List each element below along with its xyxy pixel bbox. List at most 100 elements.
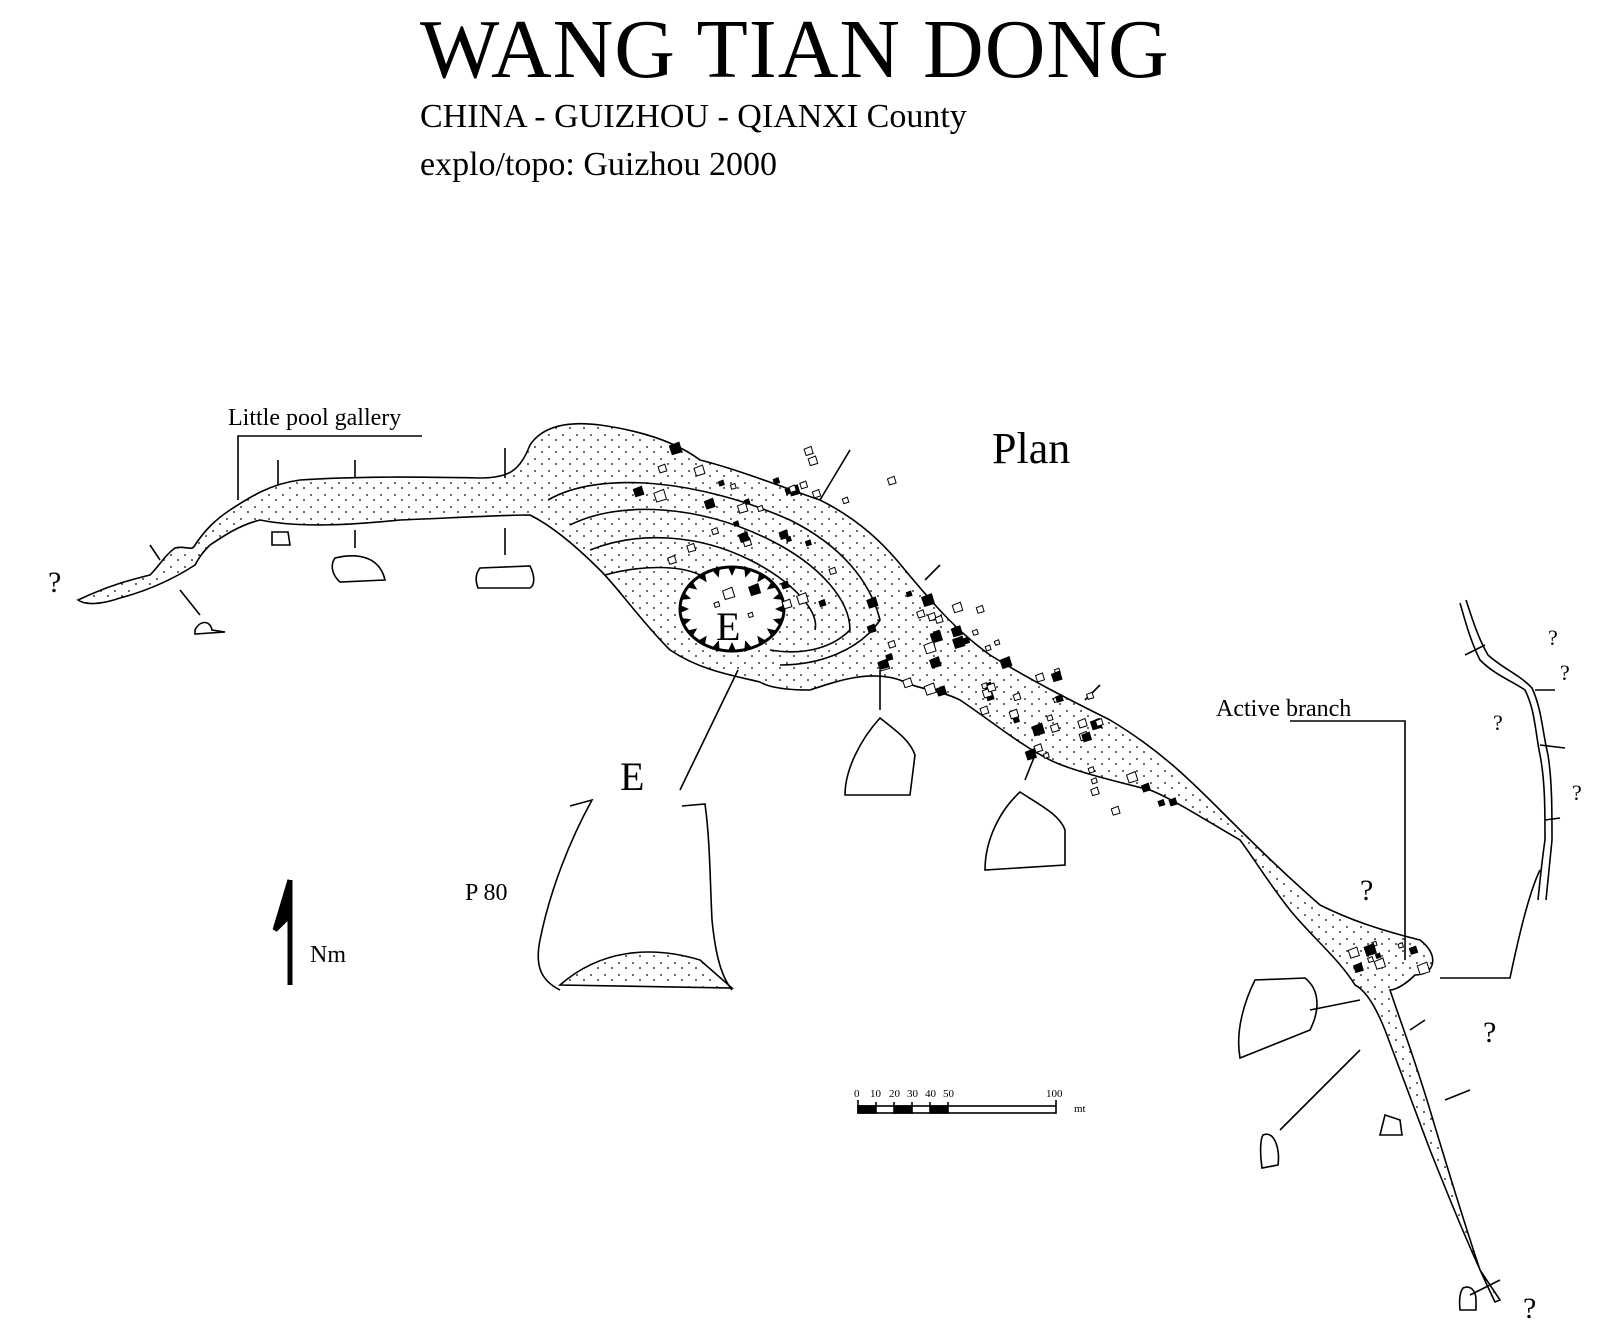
- cross-section: [271, 531, 291, 546]
- boulder: [693, 464, 706, 477]
- map-location: CHINA - GUIZHOU - QIANXI County: [420, 98, 967, 135]
- section-leader: [819, 449, 851, 501]
- section-leader: [1024, 754, 1036, 781]
- entrance-tick: [687, 628, 698, 637]
- cross-section: [1259, 1133, 1280, 1169]
- entrance-tick: [687, 581, 698, 590]
- boulder: [902, 677, 914, 689]
- section-leader: [1444, 1089, 1471, 1101]
- unknown-marker: ?: [1572, 780, 1582, 805]
- north-arrow-icon: [272, 879, 293, 985]
- boulder: [772, 477, 781, 485]
- unknown-marker: ?: [1523, 1292, 1536, 1325]
- boulder: [1408, 945, 1419, 955]
- unknown-marker: ?: [1360, 874, 1373, 907]
- boulder: [1366, 955, 1375, 964]
- cross-section: [475, 565, 535, 589]
- cross-section: [1458, 1286, 1477, 1311]
- boulder: [841, 496, 850, 505]
- unknown-marker: ?: [1493, 710, 1503, 735]
- boulder: [1077, 717, 1088, 729]
- label-entrance-section: E: [620, 754, 644, 799]
- boulder: [1157, 798, 1166, 807]
- label-north: Nm: [310, 942, 346, 968]
- entrance-tick: [698, 572, 707, 583]
- boulder: [887, 639, 897, 649]
- section-leader: [1464, 644, 1486, 656]
- label-pitch: P 80: [465, 880, 507, 906]
- boulder: [975, 604, 985, 614]
- scale-bar-labels: 0 10 20 30 40 50 100 mt: [854, 1088, 1086, 1115]
- boulder: [736, 502, 749, 514]
- boulder: [668, 441, 683, 456]
- section-leader: [924, 564, 941, 581]
- scale-tick-label: 30: [907, 1088, 919, 1100]
- boulder: [1347, 946, 1360, 959]
- entrance-tick: [712, 640, 720, 651]
- boulder: [1352, 962, 1364, 974]
- boulder: [657, 463, 668, 474]
- boulder: [748, 583, 762, 597]
- boulder: [921, 592, 936, 608]
- map-title: WANG TIAN DONG: [420, 3, 1170, 96]
- section-leader: [1409, 1019, 1426, 1031]
- boulder: [738, 531, 750, 544]
- active-branch-link: [1440, 869, 1541, 979]
- cross-section: [844, 716, 916, 796]
- boulder: [756, 504, 765, 513]
- boulder: [1374, 952, 1382, 960]
- entrance-tick: [766, 628, 777, 637]
- boulder: [993, 639, 1001, 646]
- entrance-tick: [757, 572, 766, 583]
- boulder: [796, 592, 810, 606]
- boulder: [979, 705, 990, 716]
- cross-section: [984, 790, 1066, 871]
- boulder: [632, 485, 645, 498]
- boulder: [713, 600, 721, 609]
- entrance-tick: [772, 592, 783, 600]
- boulder: [1090, 777, 1098, 785]
- section-leader: [179, 589, 201, 616]
- unknown-marker: ?: [1483, 1016, 1496, 1049]
- entrance-tick: [744, 567, 752, 578]
- boulder: [667, 554, 678, 565]
- scale-tick-label: 50: [943, 1088, 955, 1100]
- boulder: [999, 656, 1013, 670]
- cross-section: [1378, 1113, 1403, 1136]
- boulder: [732, 520, 740, 527]
- entrance-tick: [681, 618, 692, 626]
- boulder: [780, 580, 790, 590]
- boulder: [710, 526, 720, 536]
- scale-tick-label: 20: [889, 1088, 901, 1100]
- active-branch-passage: [1465, 599, 1553, 901]
- pit-section-right: [681, 803, 733, 991]
- boulder: [811, 488, 822, 499]
- boulder: [1012, 692, 1022, 702]
- boulder: [1055, 694, 1064, 703]
- scale-tick-label: 40: [925, 1088, 937, 1100]
- boulder: [866, 623, 877, 634]
- map-credits: explo/topo: Guizhou 2000: [420, 146, 777, 183]
- chamber-contour: [569, 508, 851, 653]
- boulder: [1087, 766, 1096, 774]
- boulder: [807, 455, 819, 467]
- boulder: [1416, 961, 1431, 976]
- boulder: [1031, 722, 1046, 737]
- boulder: [986, 682, 997, 693]
- boulder: [1085, 691, 1095, 701]
- boulder: [1397, 942, 1405, 949]
- boulder: [1081, 731, 1093, 743]
- entrance-tick: [728, 567, 736, 576]
- boulder-field: [632, 441, 1431, 976]
- boulder: [1125, 770, 1139, 784]
- section-leader: [149, 544, 161, 561]
- boulder: [1094, 717, 1104, 727]
- cross-section: [194, 621, 226, 635]
- boulder: [929, 630, 944, 644]
- boulder: [923, 682, 937, 696]
- active-branch-leader: [1290, 720, 1406, 960]
- section-leader: [1279, 1049, 1361, 1131]
- little-pool-leader: [237, 435, 422, 500]
- boulder: [721, 586, 736, 601]
